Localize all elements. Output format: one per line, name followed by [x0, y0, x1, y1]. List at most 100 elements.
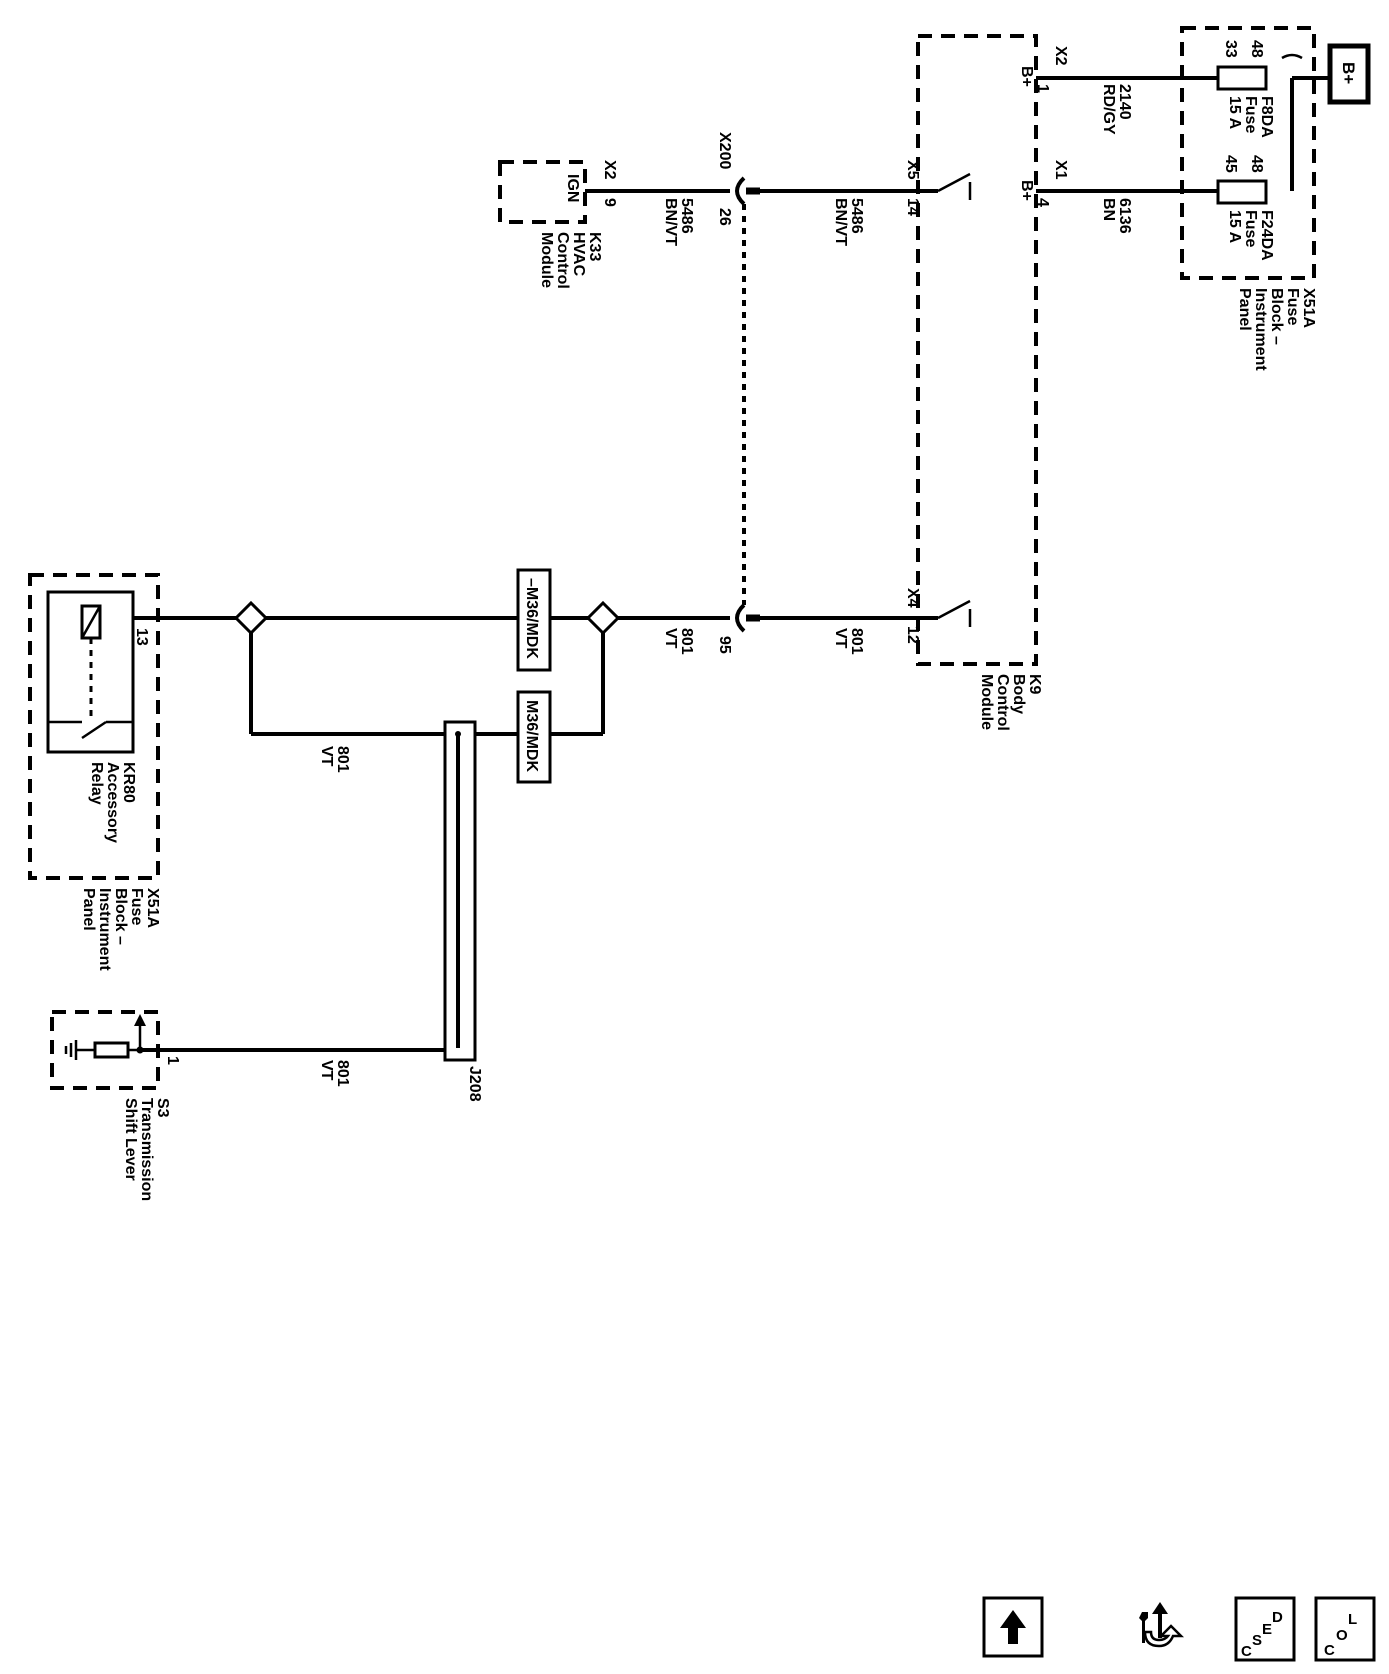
wire-5486-right-label: 5486 BN/VT: [832, 198, 865, 246]
svg-text:K9: K9: [1026, 674, 1043, 695]
k9-bplus-1: B+: [1018, 66, 1035, 87]
svg-text:RD/GY: RD/GY: [1100, 84, 1117, 135]
svg-text:Module: Module: [978, 674, 995, 730]
k9-pin-12: 12: [904, 626, 921, 644]
k9-pin-1: 1: [1034, 84, 1051, 93]
svg-text:KR80: KR80: [120, 762, 137, 803]
k9-x1: X1: [1052, 160, 1069, 180]
wire-6136-label: 6136 BN: [1100, 198, 1133, 234]
svg-text:Block –: Block –: [1268, 288, 1285, 345]
svg-text:K33: K33: [586, 232, 603, 261]
svg-text:VT: VT: [318, 746, 335, 767]
svg-text:Fuse: Fuse: [1242, 210, 1259, 247]
svg-text:Fuse: Fuse: [128, 888, 145, 925]
svg-text:BN: BN: [1100, 198, 1117, 221]
relay-name-label: KR80 Accessory Relay: [88, 762, 137, 843]
wrench-icon: [1139, 1612, 1148, 1643]
bplus-label: B+: [1339, 62, 1358, 84]
wire-801-right-label: 801 VT: [832, 628, 865, 655]
svg-text:Control: Control: [994, 674, 1011, 731]
svg-text:6136: 6136: [1116, 198, 1133, 234]
k9-x2: X2: [1052, 46, 1069, 66]
svg-text:Fuse: Fuse: [1242, 96, 1259, 133]
option-not-m36-box: [516, 568, 552, 672]
option-diamond-left: [233, 600, 269, 636]
fuse-pin-45: 45: [1222, 155, 1239, 173]
k9-x5: X5: [904, 160, 921, 180]
svg-text:S3: S3: [154, 1098, 171, 1118]
k9-switch-x5: [918, 172, 972, 200]
svg-text:15 A: 15 A: [1226, 210, 1243, 244]
desc-c: C: [1241, 1643, 1252, 1660]
wiring-navigation-icon[interactable]: [1139, 1602, 1185, 1648]
svg-text:X51A: X51A: [144, 888, 161, 928]
fuse-pin-48a: 48: [1248, 40, 1265, 58]
relay-contact: [48, 720, 133, 740]
up-arrow-button[interactable]: [982, 1596, 1044, 1658]
svg-text:801: 801: [334, 1060, 351, 1087]
k9-pin-4: 4: [1034, 198, 1051, 207]
svg-text:5486: 5486: [678, 198, 695, 234]
svg-text:Body: Body: [1010, 674, 1027, 714]
x200-label: X200: [716, 132, 733, 169]
loc-l: L: [1348, 1611, 1357, 1628]
svg-text:Shift Lever: Shift Lever: [122, 1098, 139, 1181]
k9-x4: X4: [904, 588, 921, 608]
svg-text:Instrument: Instrument: [96, 888, 113, 971]
description-button[interactable]: D E S C: [1234, 1596, 1296, 1662]
fuse-pin-33: 33: [1222, 40, 1239, 58]
wire-2140-label: 2140 RD/GY: [1100, 84, 1133, 135]
svg-text:15 A: 15 A: [1226, 96, 1243, 130]
k33-name-label: K33 HVAC Control Module: [538, 232, 603, 289]
fuse-f8da: [1216, 65, 1268, 91]
s3-position-sensor: [76, 1014, 146, 1059]
svg-text:HVAC: HVAC: [570, 232, 587, 277]
svg-text:Fuse: Fuse: [1284, 288, 1301, 325]
loc-o: O: [1336, 1627, 1348, 1644]
ground-icon: [64, 1040, 78, 1060]
k9-bplus-2: B+: [1018, 180, 1035, 201]
wire-5486-left-label: 5486 BN/VT: [662, 198, 695, 246]
up-arrow-icon: [1000, 1610, 1026, 1644]
x200-pin-95: 95: [716, 636, 733, 654]
svg-text:Panel: Panel: [1236, 288, 1253, 331]
svg-text:801: 801: [334, 746, 351, 773]
wire-801-bottom-label: 801 VT: [318, 1060, 351, 1087]
up-down-arrows-icon: [1143, 1602, 1185, 1648]
svg-text:BN/VT: BN/VT: [662, 198, 679, 246]
bplus-terminal: B+: [1327, 43, 1371, 105]
s3-name-label: S3 Transmission Shift Lever: [122, 1098, 171, 1201]
x51a-left-fuse-block: [28, 573, 160, 880]
x51a-left-label: X51A Fuse Block – Instrument Panel: [80, 888, 161, 971]
fuse-f8da-label: F8DA Fuse 15 A: [1226, 96, 1275, 138]
svg-text:Instrument: Instrument: [1252, 288, 1269, 371]
option-m36-label: M36/MDK: [523, 700, 540, 772]
loc-c: C: [1324, 1642, 1335, 1659]
svg-text:VT: VT: [662, 628, 679, 649]
k9-name-label: K9 Body Control Module: [978, 674, 1043, 731]
k9-body-control-module: [916, 34, 1038, 666]
bus-break-symbol: [1281, 53, 1303, 60]
svg-text:Relay: Relay: [88, 762, 105, 805]
fuse-f24da-label: F24DA Fuse 15 A: [1226, 210, 1275, 261]
option-diamond-right: [585, 600, 621, 636]
svg-text:Block –: Block –: [112, 888, 129, 945]
x51a-top-label: X51A Fuse Block – Instrument Panel: [1236, 288, 1317, 371]
option-m36-box: [516, 690, 552, 784]
svg-text:801: 801: [678, 628, 695, 655]
desc-d: D: [1272, 1609, 1283, 1626]
svg-text:VT: VT: [318, 1060, 335, 1081]
svg-text:VT: VT: [832, 628, 849, 649]
x200-connector-26: [735, 176, 760, 206]
option-not-m36-label: –M36/MDK: [523, 578, 540, 659]
k33-pin-9: 9: [601, 198, 618, 207]
splice-j208-label: J208: [466, 1066, 483, 1102]
k33-hvac-control-module: [498, 160, 587, 224]
k33-x2: X2: [601, 160, 618, 180]
fuse-f24da: [1216, 179, 1268, 205]
svg-text:BN/VT: BN/VT: [832, 198, 849, 246]
desc-s: S: [1252, 1632, 1262, 1649]
location-button[interactable]: L O C: [1314, 1596, 1376, 1662]
desc-e: E: [1262, 1621, 1272, 1638]
